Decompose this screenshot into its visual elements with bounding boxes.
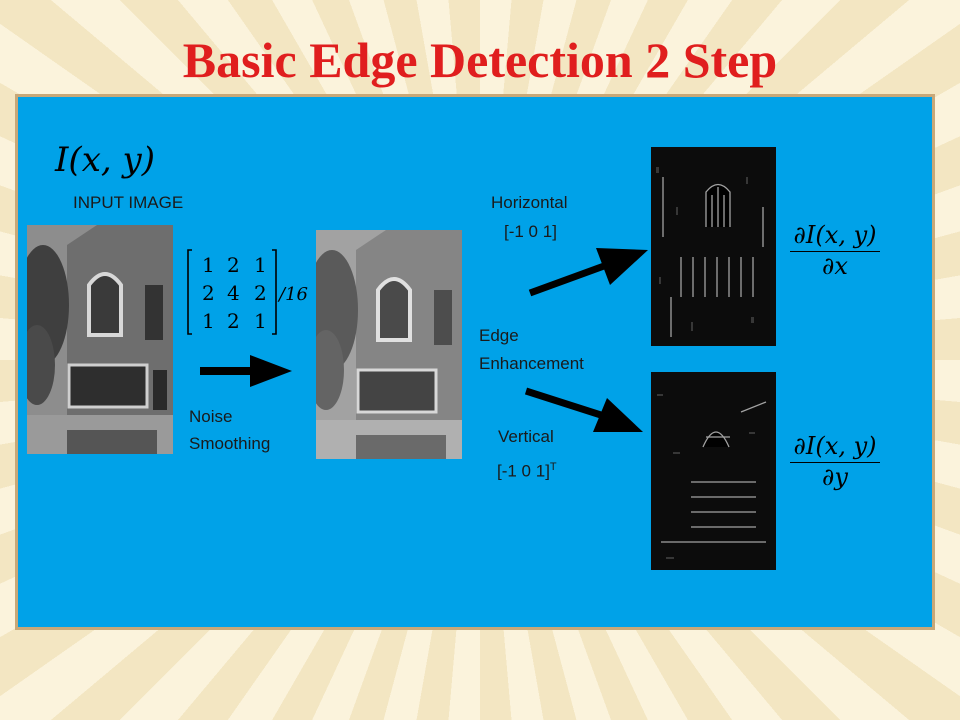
horizontal-kernel-label: [-1 0 1] bbox=[504, 222, 557, 241]
kernel-cell: 1 bbox=[202, 253, 215, 277]
kernel-cell: 1 bbox=[254, 253, 267, 277]
input-image bbox=[27, 225, 173, 454]
horizontal-edge-image bbox=[651, 147, 776, 346]
kernel-cell: 2 bbox=[254, 281, 267, 305]
kernel-cell: 4 bbox=[227, 281, 240, 305]
dy-numerator: ∂I(x, y) bbox=[790, 432, 880, 463]
dx-numerator: ∂I(x, y) bbox=[790, 221, 880, 252]
noise-smoothing-label-1: Noise bbox=[189, 407, 233, 426]
input-image-label: INPUT IMAGE bbox=[73, 193, 184, 212]
dx-denominator: ∂x bbox=[822, 252, 848, 280]
transpose-superscript: T bbox=[549, 461, 557, 473]
vertical-edge-image bbox=[651, 372, 776, 570]
slide-title: Basic Edge Detection 2 Step bbox=[182, 32, 778, 88]
dx-derivative: ∂I(x, y) ∂x bbox=[790, 221, 880, 280]
kernel-cell: 2 bbox=[202, 281, 215, 305]
noise-smoothing-label-2: Smoothing bbox=[189, 434, 271, 453]
vertical-kernel-text: [-1 0 1] bbox=[497, 461, 550, 481]
input-window bbox=[67, 272, 167, 410]
horizontal-label: Horizontal bbox=[491, 193, 568, 212]
smoothed-image bbox=[316, 230, 462, 459]
dy-denominator: ∂y bbox=[822, 463, 848, 491]
dy-derivative: ∂I(x, y) ∂y bbox=[790, 432, 880, 491]
edge-enhancement-label-2: Enhancement bbox=[479, 354, 584, 373]
vertical-label: Vertical bbox=[498, 427, 554, 446]
kernel-cell: 2 bbox=[227, 309, 240, 333]
kernel-cell: 1 bbox=[202, 309, 215, 333]
smoothing-kernel: 1 2 1 2 4 2 1 2 1 /16 bbox=[187, 249, 308, 335]
kernel-cell: 1 bbox=[254, 309, 267, 333]
input-formula: I(x, y) bbox=[55, 140, 155, 180]
vertical-kernel-label: [-1 0 1]T bbox=[497, 455, 557, 484]
edge-enhancement-label-1: Edge bbox=[479, 326, 519, 345]
kernel-divisor: /16 bbox=[277, 284, 308, 305]
kernel-cell: 2 bbox=[227, 253, 240, 277]
